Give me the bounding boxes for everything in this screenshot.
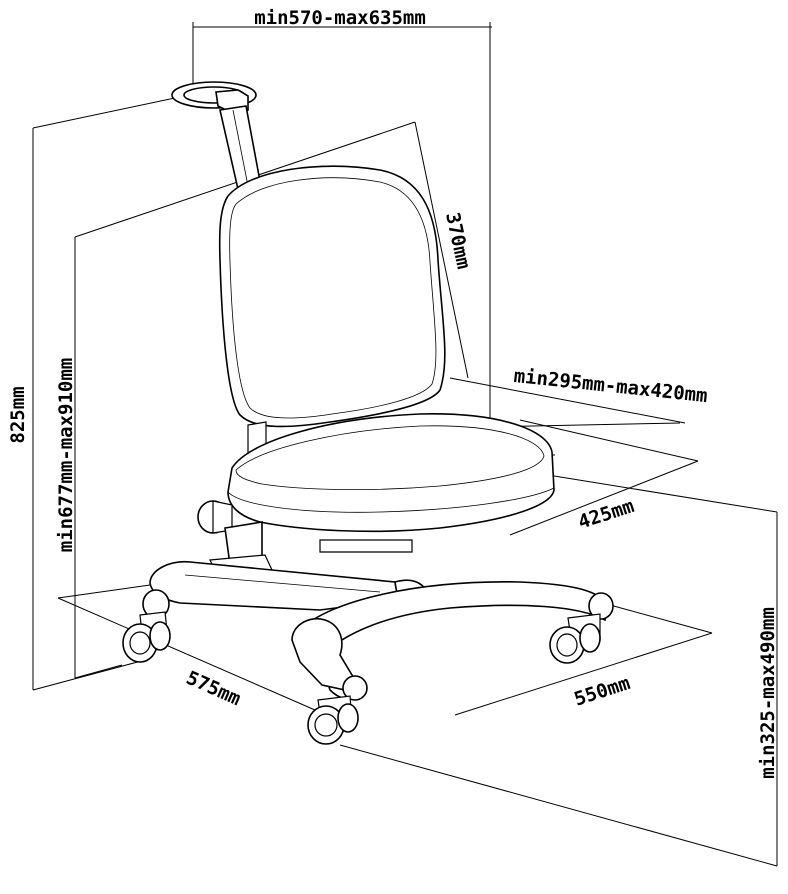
base-depth-label: 575mm — [183, 667, 244, 710]
handle — [171, 81, 263, 199]
seat-floor-range-label: min325-max490mm — [757, 607, 779, 779]
width-range-label: min570-max635mm — [254, 7, 426, 29]
caster-right — [549, 613, 601, 664]
seat — [227, 413, 555, 533]
seat-width-label: 425mm — [576, 495, 637, 534]
caster-left — [122, 611, 171, 663]
backrest-height-label: 370mm — [441, 210, 474, 271]
seat-depth-range-label: min295mm-max420mm — [513, 365, 709, 407]
base-frame — [142, 560, 614, 701]
base-width-label: 550mm — [572, 672, 633, 711]
overall-height-label: 825mm — [7, 386, 29, 443]
caster-front — [307, 695, 359, 745]
chair-illustration — [122, 81, 614, 745]
seat-height-range-label: min677mm-max910mm — [55, 358, 77, 552]
adjust-knob — [197, 500, 233, 534]
backrest — [218, 165, 446, 428]
